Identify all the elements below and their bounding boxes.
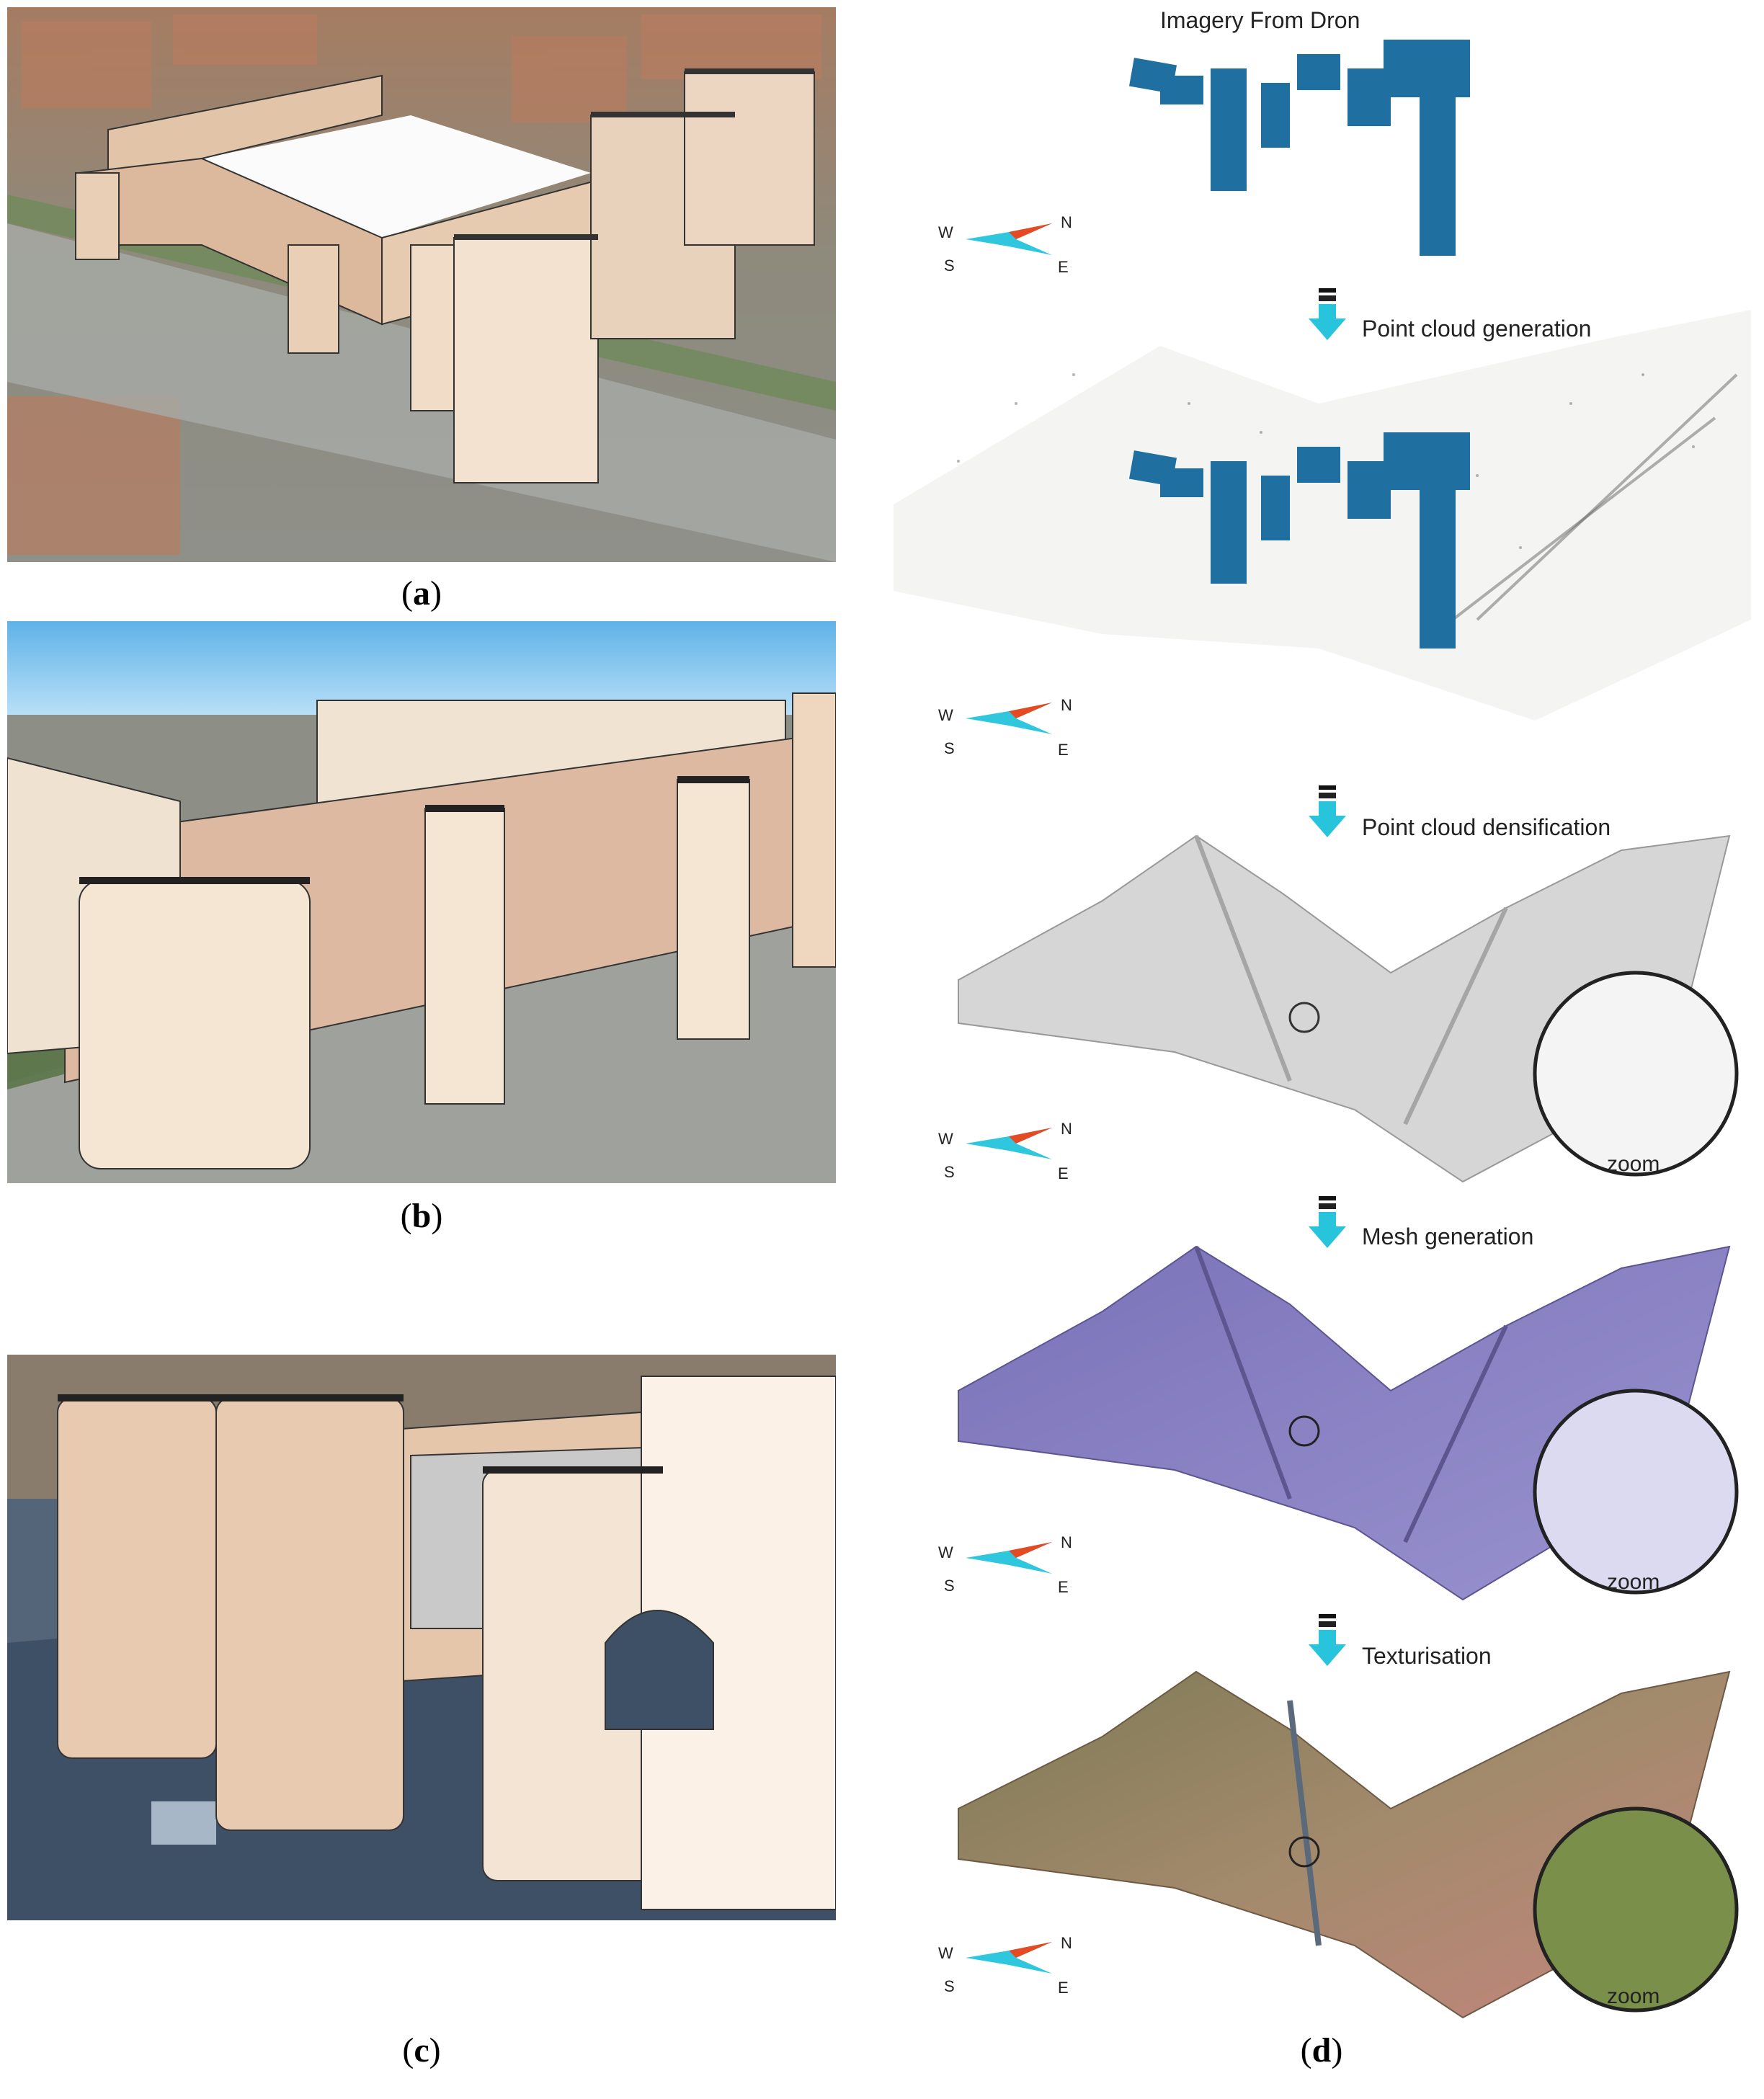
caption-a: (a): [401, 574, 442, 612]
svg-text:E: E: [1058, 741, 1069, 759]
svg-text:E: E: [1058, 1979, 1069, 1997]
svg-text:S: S: [944, 739, 955, 757]
dense-point-cloud: zoom: [958, 834, 1739, 1183]
svg-text:E: E: [1058, 1164, 1069, 1182]
svg-text:W: W: [938, 1543, 953, 1561]
svg-text:W: W: [938, 1944, 953, 1962]
svg-text:E: E: [1058, 1578, 1069, 1596]
textured-model: zoom: [958, 1670, 1739, 2019]
svg-text:N: N: [1061, 1533, 1072, 1551]
pipeline-title: Imagery From Dron: [1160, 7, 1360, 33]
panel-a-castle-aerial: [7, 7, 836, 562]
step-label-point-cloud-generation: Point cloud generation: [1362, 316, 1592, 342]
mesh-surface: zoom: [958, 1245, 1739, 1601]
caption-c: (c): [402, 2031, 441, 2069]
svg-text:N: N: [1061, 696, 1072, 714]
svg-text:S: S: [944, 257, 955, 275]
compass-rose-4: W S N E: [938, 1533, 1072, 1596]
caption-d: (d): [1300, 2031, 1343, 2069]
zoom-label-1: zoom: [1607, 1152, 1660, 1176]
zoom-label-2: zoom: [1607, 1570, 1660, 1594]
pipeline-graphic: W S N E W S N E: [894, 40, 1751, 2019]
drone-cameras: [1128, 40, 1470, 256]
compass-rose-2: W S N E: [938, 696, 1072, 759]
svg-text:S: S: [944, 1577, 955, 1595]
panel-d-pipeline: W S N E W S N E: [886, 0, 1764, 2095]
svg-text:N: N: [1061, 1934, 1072, 1952]
svg-text:W: W: [938, 1130, 953, 1148]
compass-rose-3: W S N E: [938, 1120, 1072, 1182]
caption-b: (b): [400, 1197, 443, 1235]
svg-text:W: W: [938, 706, 953, 724]
panel-c-castle-gate: [7, 1355, 836, 1920]
svg-text:N: N: [1061, 213, 1072, 231]
svg-text:S: S: [944, 1977, 955, 1995]
step-label-point-cloud-densification: Point cloud densification: [1362, 814, 1611, 840]
panel-b-castle-walls: [7, 621, 836, 1183]
zoom-label-3: zoom: [1607, 1984, 1660, 2008]
step-label-texturisation: Texturisation: [1362, 1643, 1492, 1669]
step-label-mesh-generation: Mesh generation: [1362, 1224, 1534, 1249]
compass-rose-5: W S N E: [938, 1934, 1072, 1997]
compass-rose-1: W S N E: [938, 213, 1072, 276]
svg-text:S: S: [944, 1163, 955, 1181]
svg-text:E: E: [1058, 258, 1069, 276]
svg-text:W: W: [938, 223, 953, 241]
sparse-point-cloud: [894, 310, 1751, 721]
svg-text:N: N: [1061, 1120, 1072, 1138]
